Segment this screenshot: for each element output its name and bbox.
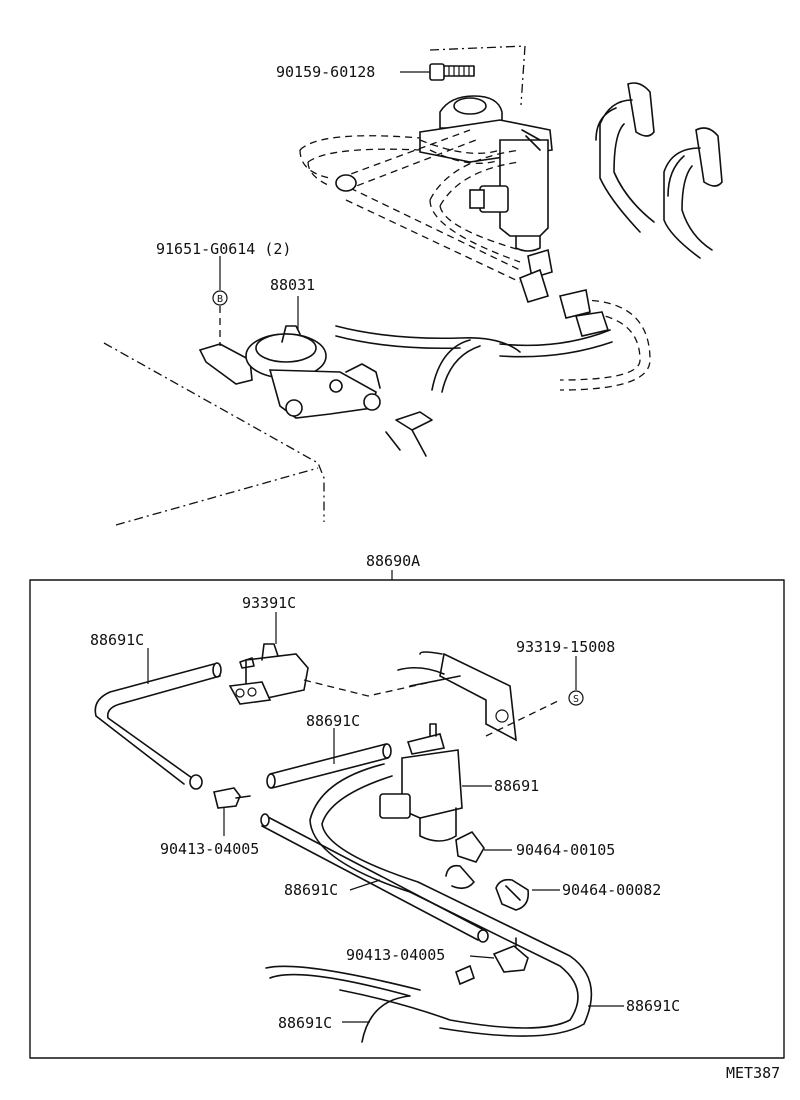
label-joint-a: 90413-04005 [160, 840, 259, 858]
marker-s-text: S [573, 694, 579, 705]
label-bolt: 90159-60128 [276, 63, 375, 81]
bolt-part [429, 63, 475, 81]
label-hose-e: 88691C [278, 1014, 332, 1032]
marker-b: B [212, 290, 228, 306]
label-hose-c: 88691C [284, 881, 338, 899]
joint-a-part [213, 787, 251, 809]
label-hose-a: 88691C [90, 631, 144, 649]
marker-s: S [568, 690, 584, 706]
diagram-code: MET387 [726, 1064, 780, 1082]
clamp-a-part [445, 830, 485, 890]
clamp-b-part [495, 878, 530, 911]
kit-frame [29, 579, 785, 1059]
kit-88690a: 88690A S [29, 552, 785, 1059]
sensor-93391c-part [228, 643, 309, 705]
kit-title: 88690A [366, 552, 420, 570]
label-vsv-upper: 88031 [270, 276, 315, 294]
vsv-88691-part [379, 723, 463, 842]
label-sensor: 93391C [242, 594, 296, 612]
label-clip: 91651-G0614 (2) [156, 240, 291, 258]
label-clamp-b: 90464-00082 [562, 881, 661, 899]
hose-a-part [94, 662, 222, 790]
label-vsv: 88691 [494, 777, 539, 795]
hose-b-part [266, 743, 392, 789]
vsv-upper-part [419, 95, 553, 252]
label-clamp-a: 90464-00105 [516, 841, 615, 859]
upper-hose-clips [519, 248, 610, 337]
label-hose-d: 88691C [626, 997, 680, 1015]
firewall-hoses [595, 82, 723, 259]
marker-b-text: B [217, 294, 223, 305]
joint-b-part [455, 937, 529, 986]
label-bracket-bolt: 93319-15008 [516, 638, 615, 656]
bracket-part [397, 651, 517, 742]
upper-assembly: B 90159-60128 91651-G0614 (2) 88031 [103, 45, 723, 526]
label-hose-b: 88691C [306, 712, 360, 730]
label-joint-b: 90413-04005 [346, 946, 445, 964]
